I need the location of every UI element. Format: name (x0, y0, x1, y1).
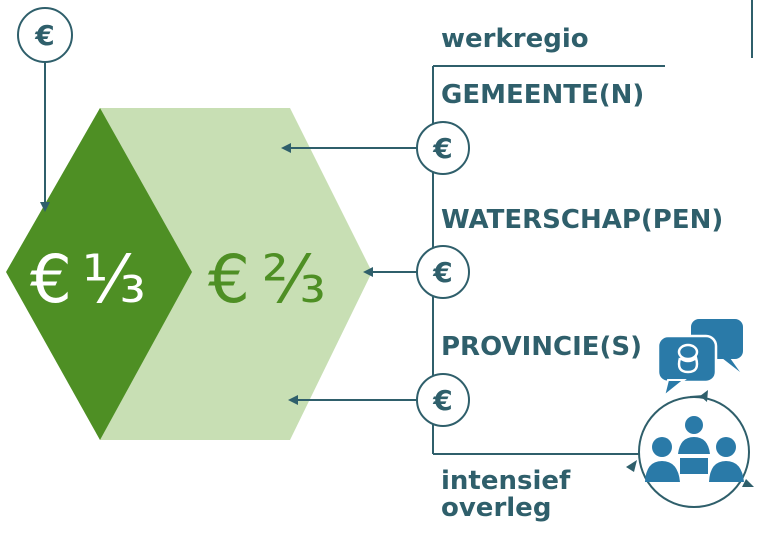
coin-provincie-symbol: € (432, 384, 452, 417)
coin-gemeente-symbol: € (432, 132, 452, 165)
coin-provincie-circle (416, 373, 470, 427)
party-label-gemeente: GEMEENTE(N) (441, 80, 645, 110)
coin-waterschap-symbol: € (432, 256, 452, 289)
coin-waterschap-circle (416, 245, 470, 299)
left-share-fraction: ⅓ (82, 241, 146, 318)
region-label: werkregio (441, 24, 589, 54)
top-coin-symbol: € (34, 19, 54, 52)
consultation-label: intensief overleg (441, 466, 571, 524)
left-share-euro: € (30, 241, 72, 318)
chat-bubbles-icon (656, 317, 745, 399)
dark-rhombus (6, 108, 192, 440)
right-share-euro: € (208, 241, 250, 318)
right-share-fraction: ⅔ (262, 241, 326, 318)
meeting-people-icon (626, 390, 754, 508)
coin-gemeente-circle (416, 121, 470, 175)
party-label-provincie: PROVINCIE(S) (441, 332, 643, 362)
party-label-waterschap: WATERSCHAP(PEN) (441, 205, 724, 235)
top-coin-circle (17, 7, 73, 63)
